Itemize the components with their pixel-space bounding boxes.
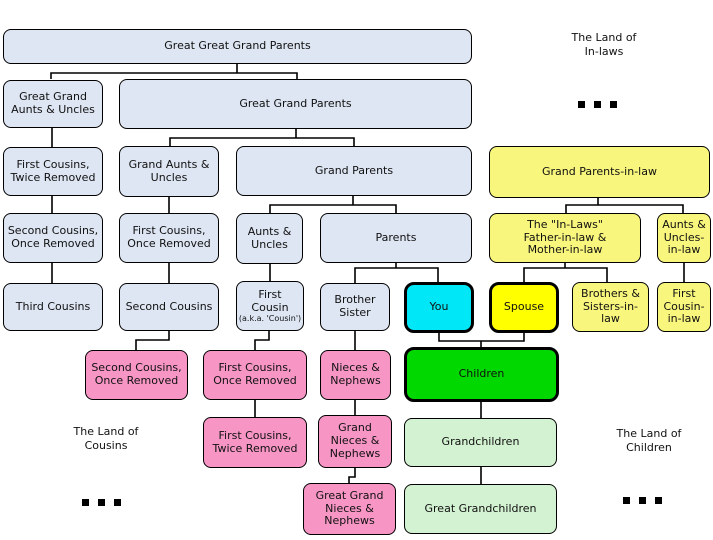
node-first-cousin-in-law: First Cousin- in-law bbox=[657, 282, 711, 332]
node-second-cousins-once-removed: Second Cousins, Once Removed bbox=[3, 213, 103, 263]
node-great-great-grand-parents: Great Great Grand Parents bbox=[3, 29, 472, 64]
node-grand-nieces-nephews: Grand Nieces & Nephews bbox=[318, 415, 392, 468]
ellipsis-in-laws bbox=[578, 101, 617, 108]
node-grand-aunts-uncles: Grand Aunts & Uncles bbox=[119, 146, 219, 197]
node-second-cousins-once-removed-down: Second Cousins, Once Removed bbox=[85, 350, 188, 400]
label-land-of-in-laws: The Land of In-laws bbox=[571, 31, 637, 59]
label-land-of-cousins: The Land of Cousins bbox=[73, 425, 139, 453]
node-third-cousins: Third Cousins bbox=[3, 283, 103, 331]
node-children: Children bbox=[404, 347, 559, 402]
node-spouse: Spouse bbox=[489, 282, 559, 333]
node-great-grandchildren: Great Grandchildren bbox=[404, 484, 557, 534]
node-the-in-laws: The "In-Laws" Father-in-law & Mother-in-… bbox=[489, 213, 641, 263]
node-you: You bbox=[404, 282, 474, 333]
first-cousin-aka-note: (a.k.a. 'Cousin') bbox=[238, 313, 302, 323]
node-aunts-uncles-in-law: Aunts & Uncles- in-law bbox=[657, 213, 711, 263]
node-aunts-uncles: Aunts & Uncles bbox=[236, 213, 303, 264]
node-grand-parents: Grand Parents bbox=[236, 146, 472, 196]
node-great-grand-aunts-uncles: Great Grand Aunts & Uncles bbox=[3, 80, 103, 128]
node-first-cousins-twice-removed-down: First Cousins, Twice Removed bbox=[203, 417, 307, 468]
node-parents: Parents bbox=[320, 213, 472, 263]
node-brothers-sisters-in-law: Brothers & Sisters-in- law bbox=[572, 282, 649, 332]
node-grand-parents-in-law: Grand Parents-in-law bbox=[489, 146, 710, 198]
first-cousin-label: First Cousin bbox=[251, 287, 289, 314]
ellipsis-children bbox=[623, 497, 662, 504]
node-first-cousins-twice-removed: First Cousins, Twice Removed bbox=[3, 147, 103, 196]
node-first-cousins-once-removed-down: First Cousins, Once Removed bbox=[203, 350, 307, 400]
node-nieces-nephews: Nieces & Nephews bbox=[320, 350, 391, 400]
node-first-cousin: First Cousin (a.k.a. 'Cousin') bbox=[236, 281, 304, 331]
node-first-cousins-once-removed: First Cousins, Once Removed bbox=[119, 213, 219, 263]
node-great-grand-parents: Great Grand Parents bbox=[119, 79, 472, 129]
node-second-cousins: Second Cousins bbox=[119, 283, 219, 331]
node-great-grand-nieces-nephews: Great Grand Nieces & Nephews bbox=[303, 483, 396, 535]
node-brother-sister: Brother Sister bbox=[320, 283, 390, 331]
label-land-of-children: The Land of Children bbox=[616, 427, 682, 455]
ellipsis-cousins bbox=[82, 499, 121, 506]
node-grandchildren: Grandchildren bbox=[404, 418, 557, 467]
